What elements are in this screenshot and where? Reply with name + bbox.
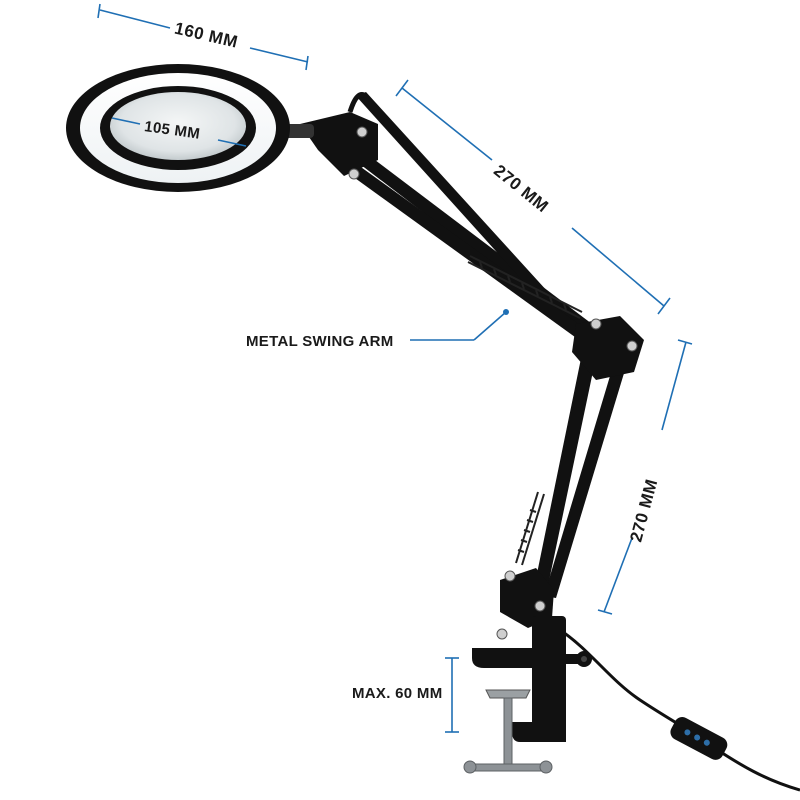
base-screw [496, 628, 508, 640]
swing-arm-callout: METAL SWING ARM [246, 309, 509, 350]
lower-spring [515, 491, 545, 566]
base-screw [534, 600, 546, 612]
upper-spring [467, 255, 583, 319]
head-diameter-dimension: 160 MM [97, 3, 309, 71]
clamp-screw [463, 689, 553, 774]
power-cable [559, 628, 800, 792]
bracket-screw [356, 126, 368, 138]
desk-clamp [463, 616, 592, 774]
lower-arm-length-label: 270 MM [626, 477, 661, 544]
magnifier-lamp [66, 64, 800, 792]
clamp-knob [566, 651, 592, 667]
bracket-screw [348, 168, 360, 180]
clamp-max-label: MAX. 60 MM [352, 685, 443, 702]
inline-dimmer-switch [670, 717, 728, 760]
metal-swing-arm-label: METAL SWING ARM [246, 333, 394, 350]
base-joint [496, 568, 554, 640]
magnifier-head [66, 64, 290, 192]
head-diameter-label: 160 MM [173, 19, 240, 52]
clamp-max-dimension: MAX. 60 MM [352, 657, 459, 733]
upper-arm-length-label: 270 MM [490, 161, 552, 216]
magnifier-lens [110, 92, 246, 160]
base-screw [504, 570, 516, 582]
head-bracket [284, 92, 378, 180]
upper-arm [318, 92, 612, 358]
elbow-screw [590, 318, 602, 330]
lower-arm [515, 334, 628, 600]
elbow-joint [572, 316, 644, 380]
elbow-screw [626, 340, 638, 352]
